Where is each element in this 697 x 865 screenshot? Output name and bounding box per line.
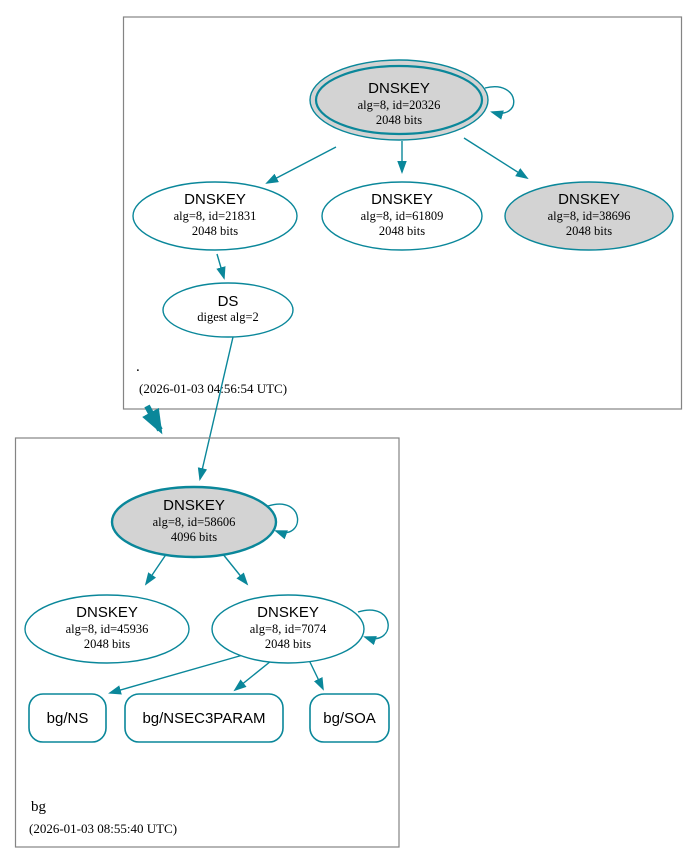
dnskey-45936-bits: 2048 bits [84, 637, 130, 651]
edge-delegation-root-to-bg [142, 404, 163, 435]
rrset-bg-soa-label: bg/SOA [323, 710, 376, 727]
rrset-bg-nsec3param: bg/NSEC3PARAM [124, 693, 284, 743]
rrset-bg-soa-box [309, 693, 390, 743]
dnskey-45936-ellipse [24, 594, 190, 664]
ds-digest: digest alg=2 [197, 310, 259, 324]
dnskey-20326-outer-ring [309, 59, 489, 141]
dnskey-38696-alg: alg=8, id=38696 [548, 209, 631, 223]
edge-58606-to-7074 [221, 552, 249, 586]
dnskey-21831-ellipse [132, 181, 298, 251]
ds-ellipse [162, 282, 294, 338]
dnskey-38696-ellipse [504, 181, 674, 251]
edge-20326-self-loop [484, 86, 515, 120]
ds-title: DS [218, 293, 239, 310]
dnskey-7074-alg: alg=8, id=7074 [250, 622, 327, 636]
edge-7074-self-loop [357, 609, 389, 646]
edge-7074-to-ns [108, 654, 244, 695]
dnskey-7074-bits: 2048 bits [265, 637, 311, 651]
rrset-bg-soa: bg/SOA [309, 693, 390, 743]
dnskey-20326-alg: alg=8, id=20326 [358, 98, 441, 112]
edge-20326-to-38696 [463, 137, 529, 180]
zone-bg: bg (2026-01-03 08:55:40 UTC) DNSKEY alg=… [14, 437, 400, 848]
dnskey-58606-title: DNSKEY [163, 497, 225, 514]
dnskey-45936-node: DNSKEY alg=8, id=45936 2048 bits [24, 594, 190, 664]
zone-root-name: . [136, 359, 140, 375]
edge-ds-to-58606 [197, 336, 234, 481]
dnskey-58606-alg: alg=8, id=58606 [153, 515, 236, 529]
dnskey-21831-alg: alg=8, id=21831 [174, 209, 257, 223]
dnskey-7074-ellipse [211, 594, 365, 664]
dnskey-7074-title: DNSKEY [257, 604, 319, 621]
dnskey-58606-ellipse [110, 485, 278, 559]
edge-58606-to-45936 [144, 552, 168, 586]
rrset-bg-nsec3param-box [124, 693, 284, 743]
zone-bg-name: bg [31, 799, 47, 815]
dnskey-21831-node: DNSKEY alg=8, id=21831 2048 bits [132, 181, 298, 251]
zone-bg-timestamp: (2026-01-03 08:55:40 UTC) [29, 821, 177, 836]
dnskey-38696-bits: 2048 bits [566, 224, 612, 238]
edge-58606-self-loop [267, 503, 299, 540]
zone-root-timestamp: (2026-01-03 04:56:54 UTC) [139, 381, 287, 396]
rrset-bg-ns-label: bg/NS [47, 710, 89, 727]
dnskey-38696-node: DNSKEY alg=8, id=38696 2048 bits [504, 181, 674, 251]
dnskey-58606-node: DNSKEY alg=8, id=58606 4096 bits [110, 485, 278, 559]
edge-20326-to-21831 [265, 146, 337, 184]
edge-7074-to-nsec3param [233, 660, 272, 692]
zone-root-box [122, 16, 683, 410]
dnskey-21831-bits: 2048 bits [192, 224, 238, 238]
rrset-bg-ns-box [28, 693, 107, 743]
dnskey-20326-node: DNSKEY alg=8, id=20326 2048 bits [309, 59, 489, 141]
dnskey-61809-title: DNSKEY [371, 191, 433, 208]
dnskey-61809-bits: 2048 bits [379, 224, 425, 238]
dnskey-7074-node: DNSKEY alg=8, id=7074 2048 bits [211, 594, 365, 664]
rrset-bg-nsec3param-label: bg/NSEC3PARAM [142, 710, 265, 727]
edge-7074-to-soa [307, 657, 324, 691]
dnskey-61809-alg: alg=8, id=61809 [361, 209, 444, 223]
dnskey-61809-node: DNSKEY alg=8, id=61809 2048 bits [321, 181, 483, 251]
dnskey-45936-title: DNSKEY [76, 604, 138, 621]
ds-node: DS digest alg=2 [162, 282, 294, 338]
dnskey-20326-inner-ring [314, 64, 484, 136]
dnskey-45936-alg: alg=8, id=45936 [66, 622, 149, 636]
dnskey-58606-bits: 4096 bits [171, 530, 217, 544]
dnskey-20326-title: DNSKEY [368, 80, 430, 97]
dnskey-20326-bits: 2048 bits [376, 113, 422, 127]
rrset-bg-ns: bg/NS [28, 693, 107, 743]
zone-bg-box [14, 437, 400, 848]
zone-root: . (2026-01-03 04:56:54 UTC) DNSKEY alg=8… [122, 16, 683, 410]
dnskey-38696-title: DNSKEY [558, 191, 620, 208]
dnskey-21831-title: DNSKEY [184, 191, 246, 208]
edge-21831-to-ds [216, 253, 226, 280]
dnskey-61809-ellipse [321, 181, 483, 251]
